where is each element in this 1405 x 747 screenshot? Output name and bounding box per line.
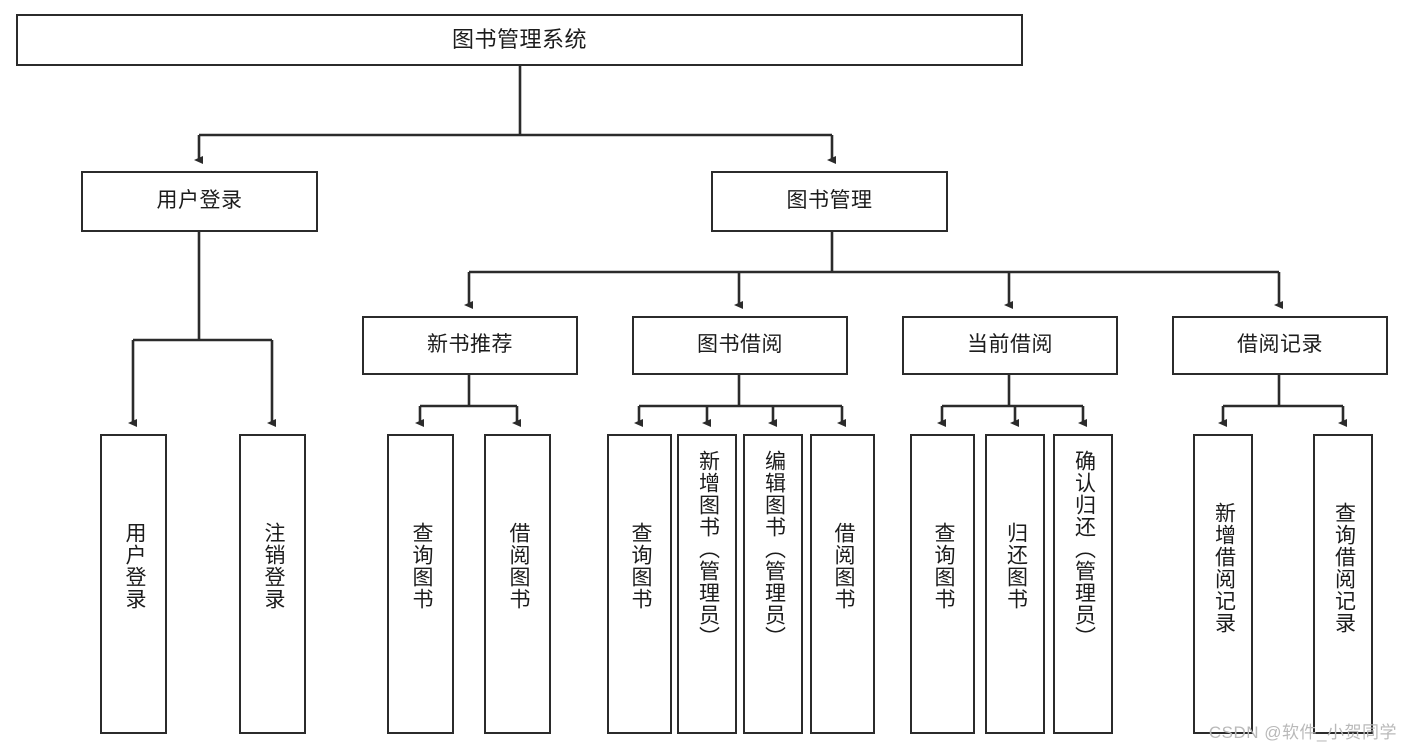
node-root[interactable]: 图书管理系统: [16, 14, 1023, 66]
node-current-borrow-label: 当前借阅: [967, 333, 1053, 357]
leaf-label: 借阅图书: [831, 522, 855, 610]
node-root-label: 图书管理系统: [451, 27, 587, 53]
leaf-label: 查询图书: [409, 522, 433, 610]
leaf-label: 新增借阅记录: [1212, 502, 1236, 634]
leaf-query-book-rec[interactable]: 查询图书: [387, 434, 454, 734]
node-book-borrow[interactable]: 图书借阅: [632, 316, 848, 375]
node-new-book-recommend[interactable]: 新书推荐: [362, 316, 578, 375]
leaf-edit-book[interactable]: 编辑图书（管理员）: [743, 434, 803, 734]
leaf-label: 借阅图书: [506, 522, 530, 610]
leaf-borrow-book-rec[interactable]: 借阅图书: [484, 434, 551, 734]
node-book-borrow-label: 图书借阅: [697, 333, 783, 357]
leaf-query-book-cur[interactable]: 查询图书: [910, 434, 975, 734]
leaf-label: 确认归还（管理员）: [1072, 450, 1096, 648]
leaf-label: 查询图书: [628, 522, 652, 610]
node-new-book-recommend-label: 新书推荐: [427, 333, 513, 357]
leaf-label: 查询借阅记录: [1332, 502, 1356, 634]
leaf-label: 新增图书（管理员）: [696, 450, 720, 648]
leaf-query-book-bor[interactable]: 查询图书: [607, 434, 672, 734]
leaf-add-book[interactable]: 新增图书（管理员）: [677, 434, 737, 734]
node-borrow-record[interactable]: 借阅记录: [1172, 316, 1388, 375]
node-user-login-label: 用户登录: [156, 189, 243, 213]
leaf-query-record[interactable]: 查询借阅记录: [1313, 434, 1373, 734]
node-book-manage[interactable]: 图书管理: [711, 171, 948, 232]
leaf-label: 注销登录: [261, 522, 285, 610]
leaf-add-record[interactable]: 新增借阅记录: [1193, 434, 1253, 734]
node-book-manage-label: 图书管理: [786, 189, 873, 213]
leaf-label: 编辑图书（管理员）: [762, 450, 786, 648]
leaf-user-login[interactable]: 用户登录: [100, 434, 167, 734]
node-current-borrow[interactable]: 当前借阅: [902, 316, 1118, 375]
node-user-login[interactable]: 用户登录: [81, 171, 318, 232]
leaf-logout[interactable]: 注销登录: [239, 434, 306, 734]
node-borrow-record-label: 借阅记录: [1237, 333, 1323, 357]
leaf-borrow-book-bor[interactable]: 借阅图书: [810, 434, 875, 734]
leaf-return-book[interactable]: 归还图书: [985, 434, 1045, 734]
leaf-label: 归还图书: [1004, 522, 1028, 610]
watermark: CSDN @软件_小贺同学: [1208, 723, 1397, 742]
leaf-label: 查询图书: [931, 522, 955, 610]
leaf-label: 用户登录: [122, 522, 146, 610]
leaf-confirm-return[interactable]: 确认归还（管理员）: [1053, 434, 1113, 734]
